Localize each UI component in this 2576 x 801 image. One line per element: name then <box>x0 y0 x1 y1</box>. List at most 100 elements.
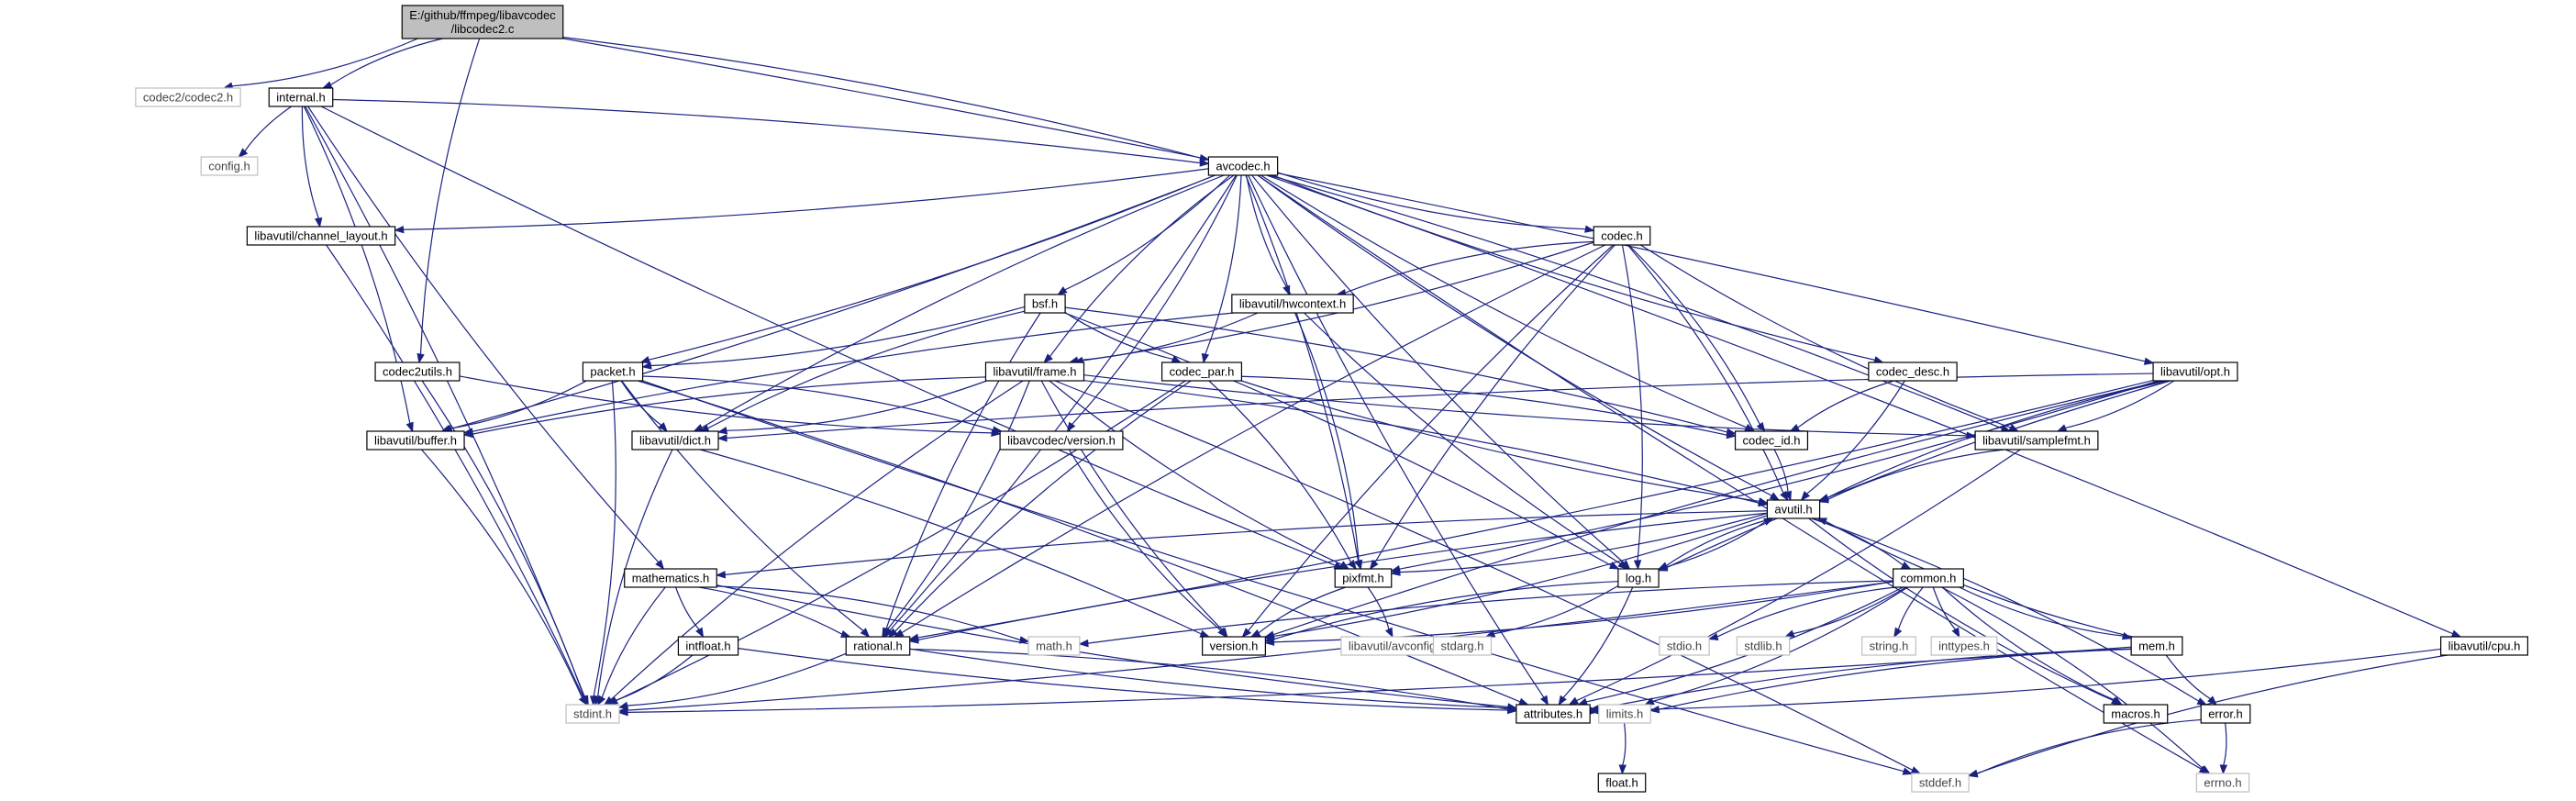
node-float[interactable]: float.h <box>1597 773 1647 793</box>
node-opt[interactable]: libavutil/opt.h <box>2152 362 2238 382</box>
edge-avutil-to-macros <box>1808 517 2114 701</box>
node-avutil[interactable]: avutil.h <box>1766 499 1821 519</box>
edge-log-to-avutil <box>1658 521 1766 570</box>
node-stdlib: stdlib.h <box>1736 636 1791 656</box>
edge-avcodec-to-pixfmt <box>1245 174 1360 562</box>
node-error[interactable]: error.h <box>2200 704 2251 724</box>
edge-internal-to-avcodec <box>332 98 1201 164</box>
node-internal[interactable]: internal.h <box>268 87 334 107</box>
node-mem[interactable]: mem.h <box>2130 636 2183 656</box>
node-label-codec2utils: codec2utils.h <box>383 365 452 379</box>
node-codec2utils[interactable]: codec2utils.h <box>374 362 461 382</box>
arrowhead-avcodec-to-codec_par <box>1201 352 1210 364</box>
edge-codec-to-log <box>1621 244 1643 562</box>
arrowhead-rational-to-attributes <box>1506 705 1518 714</box>
node-cpu[interactable]: libavutil/cpu.h <box>2440 636 2528 656</box>
node-box-stdint <box>565 704 620 724</box>
edge-codec-to-version <box>1248 244 1614 631</box>
node-math: math.h <box>1027 636 1081 656</box>
node-bsf[interactable]: bsf.h <box>1024 294 1066 314</box>
edge-packet-to-buffer <box>450 380 587 429</box>
node-hwcontext[interactable]: libavutil/hwcontext.h <box>1231 294 1354 314</box>
node-rational[interactable]: rational.h <box>845 636 911 656</box>
node-codec[interactable]: codec.h <box>1593 226 1651 246</box>
arrowhead-pixfmt-to-version <box>1249 629 1261 638</box>
node-label-stdlib: stdlib.h <box>1744 640 1782 653</box>
edge-avcodec-to-frame <box>1049 174 1235 358</box>
node-dict[interactable]: libavutil/dict.h <box>631 430 719 451</box>
arrowhead-limits-to-float <box>1618 764 1627 775</box>
node-box-stdio <box>1659 636 1710 656</box>
node-attributes[interactable]: attributes.h <box>1516 704 1591 724</box>
node-box-buffer <box>366 430 465 451</box>
node-root: E:/github/ffmpeg/libavcodec/libcodec2.c <box>401 5 564 39</box>
node-label-math: math.h <box>1036 640 1072 653</box>
arrowhead-common-to-math <box>1078 639 1089 648</box>
node-label-stdint: stdint.h <box>573 707 612 721</box>
arrowhead-rational-to-stdint <box>617 701 629 710</box>
arrowhead-root-to-opt <box>2143 357 2155 365</box>
node-version[interactable]: version.h <box>1202 636 1266 656</box>
edge-intfloat-to-stdint <box>615 654 694 702</box>
edge-codec_par-to-avutil <box>1240 380 1760 502</box>
edge-internal-to-channel_layout <box>301 106 319 219</box>
node-codec_id[interactable]: codec_id.h <box>1734 430 1809 451</box>
node-packet[interactable]: packet.h <box>582 362 644 382</box>
arrowhead-avutil-to-rational <box>908 636 919 644</box>
edge-avcodec-to-hwcontext <box>1246 174 1287 287</box>
arrowhead-frame-to-buffer <box>462 429 473 439</box>
node-box-internal <box>268 87 334 107</box>
edge-common-to-string <box>1897 586 1924 630</box>
node-label-errno: errno.h <box>2204 776 2241 790</box>
edge-error-to-stddef <box>1976 718 2202 774</box>
node-buffer[interactable]: libavutil/buffer.h <box>366 430 465 451</box>
node-avc_version[interactable]: libavcodec/version.h <box>999 430 1124 451</box>
arrowhead-bsf-to-log <box>1608 562 1620 570</box>
edge-codec2utils-to-avc_version <box>459 375 993 434</box>
edge-packet-to-stdint <box>593 380 616 697</box>
node-box-error <box>2200 704 2251 724</box>
arrowhead-frame-to-rational <box>883 627 892 639</box>
node-label-macros: macros.h <box>2111 707 2160 721</box>
node-macros[interactable]: macros.h <box>2103 704 2169 724</box>
node-codec_par[interactable]: codec_par.h <box>1160 362 1243 382</box>
node-config: config.h <box>200 156 259 176</box>
node-mathematics[interactable]: mathematics.h <box>624 568 717 588</box>
edge-opt-to-dict <box>726 373 2154 439</box>
edge-avcodec-to-codec_par <box>1205 174 1242 355</box>
node-box-rational <box>845 636 911 656</box>
node-box-errno <box>2195 773 2250 793</box>
node-label-limits: limits.h <box>1606 707 1643 721</box>
node-box-string <box>1861 636 1916 656</box>
node-common[interactable]: common.h <box>1893 568 1964 588</box>
edge-common-to-inttypes <box>1932 586 1956 630</box>
arrowhead-packet-to-stddef <box>1902 767 1914 775</box>
node-box-dict <box>631 430 719 451</box>
arrowhead-bsf-to-packet <box>641 362 652 370</box>
edge-avcodec-to-avutil <box>1257 174 1772 496</box>
node-pixfmt[interactable]: pixfmt.h <box>1334 568 1393 588</box>
node-box-packet <box>582 362 644 382</box>
edge-common-to-errno <box>1941 586 2204 770</box>
node-channel_layout[interactable]: libavutil/channel_layout.h <box>246 226 396 246</box>
edge-avutil-to-log <box>1665 517 1773 567</box>
node-log[interactable]: log.h <box>1617 568 1660 588</box>
node-label-avcodec: avcodec.h <box>1216 160 1270 173</box>
edge-avutil-to-pixfmt <box>1399 512 1768 573</box>
arrowhead-mathematics-to-rational <box>840 630 851 639</box>
edge-channel_layout-to-stdint <box>326 244 584 698</box>
node-label-version: version.h <box>1210 640 1259 653</box>
node-codec_desc[interactable]: codec_desc.h <box>1868 362 1958 382</box>
node-frame[interactable]: libavutil/frame.h <box>984 362 1085 382</box>
edge-common-to-stdio <box>1716 586 1896 638</box>
edge-hwcontext-to-pixfmt <box>1294 312 1360 562</box>
arrowhead-codec_desc-to-avutil <box>1800 491 1811 502</box>
node-avcodec[interactable]: avcodec.h <box>1207 156 1279 176</box>
arrowhead-codec_par-to-pixfmt <box>1347 559 1358 571</box>
arrowhead-dict-to-version <box>1199 629 1211 638</box>
arrowhead-common-to-version <box>1264 638 1275 646</box>
node-intfloat[interactable]: intfloat.h <box>677 636 739 656</box>
node-samplefmt[interactable]: libavutil/samplefmt.h <box>1974 430 2099 451</box>
edge-codec_desc-to-codec_id <box>1797 380 1894 428</box>
arrowhead-internal-to-config <box>238 148 249 158</box>
